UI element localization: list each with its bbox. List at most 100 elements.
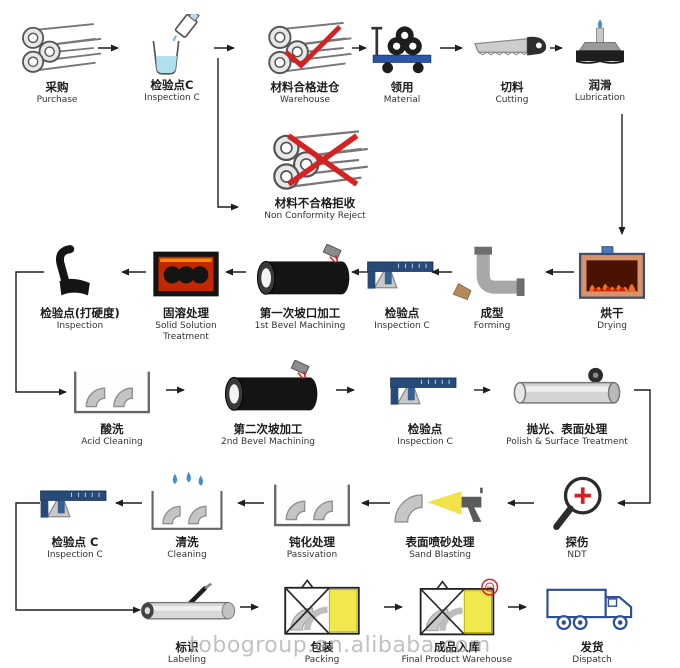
label-zh: 检验点C xyxy=(150,78,194,92)
label-zh: 检验点 xyxy=(384,306,420,320)
label-en: Warehouse xyxy=(279,95,331,106)
caliper-icon xyxy=(359,242,445,306)
label-en: Non Conformity Reject xyxy=(264,211,366,222)
brush-icon xyxy=(560,14,640,78)
drying-furnace-icon xyxy=(571,242,653,306)
solution-furnace-icon xyxy=(143,242,229,306)
node-ndt: 探伤 NDT xyxy=(522,471,632,561)
elbow-pipe-icon xyxy=(448,242,536,306)
label-en: Dispatch xyxy=(572,655,612,666)
bevel-pipe-icon xyxy=(246,242,354,306)
label-zh: 包装 xyxy=(310,640,334,654)
packing-crate-icon xyxy=(276,576,368,640)
label-en: Inspection xyxy=(56,321,104,332)
node-inspection-c1: 检验点C Inspection C xyxy=(117,14,227,104)
approved-pipes-icon xyxy=(255,16,355,80)
label-en: Polish & Surface Treatment xyxy=(506,437,628,448)
label-en: 2nd Bevel Machining xyxy=(221,437,315,448)
label-en: 1st Bevel Machining xyxy=(254,321,346,332)
hardness-tester-icon xyxy=(40,242,120,306)
label-en: Drying xyxy=(597,321,627,332)
node-forming: 成型 Forming xyxy=(437,242,547,332)
node-solid-solution: 固溶处理 Solid Solution Treatment xyxy=(131,242,241,343)
rinse-tank-icon xyxy=(141,471,233,535)
label-zh: 切料 xyxy=(500,80,524,94)
label-en: Cleaning xyxy=(167,550,207,561)
label-en: Inspection C xyxy=(144,93,200,104)
label-zh: 清洗 xyxy=(175,535,199,549)
label-zh: 钝化处理 xyxy=(289,535,335,549)
label-zh: 酸洗 xyxy=(100,422,124,436)
label-en: Sand Blasting xyxy=(409,550,471,561)
label-zh: 成品入库 xyxy=(434,640,480,654)
label-en: Acid Cleaning xyxy=(81,437,143,448)
label-zh: 领用 xyxy=(390,80,414,94)
label-zh: 表面喷砂处理 xyxy=(405,535,475,549)
node-packing: 包装 Packing xyxy=(267,576,377,666)
cleaning-tank-icon xyxy=(266,471,358,535)
node-labeling: 标识 Labeling xyxy=(132,576,242,666)
caliper-icon xyxy=(382,358,468,422)
label-zh: 检验点 C xyxy=(51,535,99,549)
truck-icon xyxy=(542,576,642,640)
label-en: Passivation xyxy=(286,550,338,561)
label-zh: 第一次坡口加工 xyxy=(259,306,341,320)
node-drying: 烘干 Drying xyxy=(557,242,667,332)
node-acid-cleaning: 酸洗 Acid Cleaning xyxy=(57,358,167,448)
label-zh: 标识 xyxy=(175,640,199,654)
label-en: Purchase xyxy=(36,95,78,106)
label-en: Forming xyxy=(473,321,511,332)
label-zh: 材料合格进仓 xyxy=(270,80,340,94)
label-zh: 发货 xyxy=(580,640,604,654)
node-inspection-c4: 检验点 C Inspection C xyxy=(20,471,130,561)
label-zh: 探伤 xyxy=(565,535,589,549)
node-cleaning: 清洗 Cleaning xyxy=(132,471,242,561)
node-final-warehouse: 成品入库 Final Product Warehouse xyxy=(392,576,522,666)
node-passivation: 钝化处理 Passivation xyxy=(257,471,367,561)
rejected-pipes-icon xyxy=(260,124,370,196)
label-en: Material xyxy=(383,95,421,106)
label-en: Inspection C xyxy=(374,321,430,332)
label-zh: 检验点 xyxy=(407,422,443,436)
label-en: Packing xyxy=(304,655,340,666)
node-inspection-c2: 检验点 Inspection C xyxy=(347,242,457,332)
label-zh: 成型 xyxy=(480,306,504,320)
label-zh: 烘干 xyxy=(600,306,624,320)
node-hardness-inspection: 检验点(打硬度) Inspection xyxy=(20,242,140,332)
stamped-crate-icon xyxy=(411,576,503,640)
label-en: Lubrication xyxy=(574,93,626,104)
saw-icon xyxy=(470,16,554,80)
node-polish: 抛光、表面处理 Polish & Surface Treatment xyxy=(497,358,637,448)
label-zh: 采购 xyxy=(45,80,69,94)
caliper-icon xyxy=(32,471,118,535)
node-sand-blasting: 表面喷砂处理 Sand Blasting xyxy=(380,471,500,561)
node-purchase: 采购 Purchase xyxy=(2,16,112,106)
spray-gun-icon xyxy=(386,471,494,535)
node-lubrication: 润滑 Lubrication xyxy=(545,14,655,104)
marker-pipe-icon xyxy=(133,576,241,640)
bevel-pipe-icon xyxy=(214,358,322,422)
label-en: Cutting xyxy=(495,95,529,106)
node-warehouse: 材料合格进仓 Warehouse xyxy=(240,16,370,106)
node-bevel1: 第一次坡口加工 1st Bevel Machining xyxy=(240,242,360,332)
node-dispatch: 发货 Dispatch xyxy=(537,576,647,666)
polished-pipe-icon xyxy=(507,358,627,422)
pipes-bundle-icon xyxy=(11,16,103,80)
node-bevel2: 第二次坡加工 2nd Bevel Machining xyxy=(208,358,328,448)
label-zh: 固溶处理 xyxy=(163,306,209,320)
node-inspection-c3: 检验点 Inspection C xyxy=(370,358,480,448)
cleaning-tank-icon xyxy=(66,358,158,422)
label-zh: 润滑 xyxy=(588,78,612,92)
label-zh: 第二次坡加工 xyxy=(233,422,303,436)
node-material: 领用 Material xyxy=(347,16,457,106)
label-en: Labeling xyxy=(167,655,207,666)
node-cutting: 切料 Cutting xyxy=(457,16,567,106)
label-zh: 材料不合格拒收 xyxy=(274,196,356,210)
pipe-cart-icon xyxy=(357,16,447,80)
label-en: Inspection C xyxy=(47,550,103,561)
label-en: Inspection C xyxy=(397,437,453,448)
label-zh: 抛光、表面处理 xyxy=(526,422,608,436)
magnifier-cross-icon xyxy=(537,471,617,535)
label-en: NDT xyxy=(567,550,587,561)
